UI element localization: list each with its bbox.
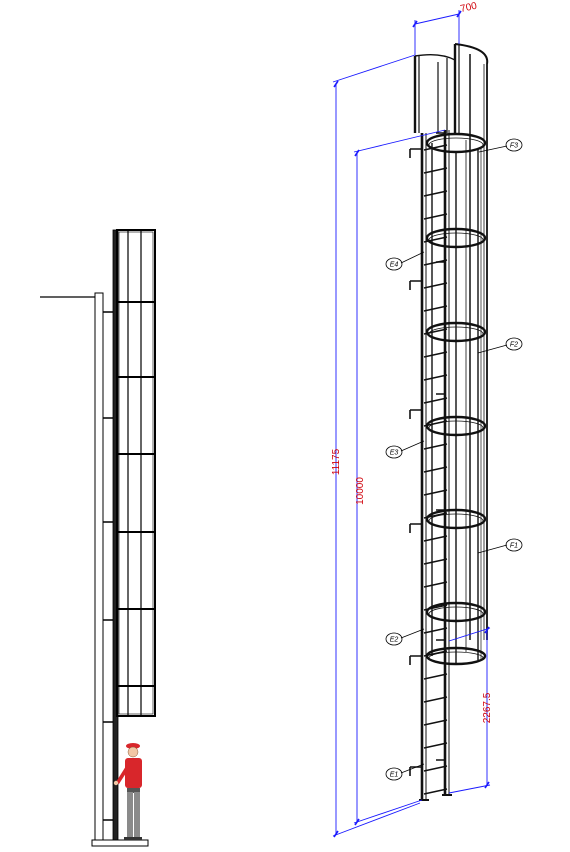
part-tags <box>385 138 523 781</box>
ladder-rungs <box>423 144 448 795</box>
tag-e2: E2 <box>390 637 399 644</box>
ladder-feet <box>419 794 452 801</box>
wall-brackets-iso <box>409 132 445 776</box>
dim-cage-start: 2267.5 <box>482 692 493 723</box>
tag-e2-circle <box>385 632 403 646</box>
tag-f1-circle <box>505 538 523 552</box>
tag-f2-circle <box>505 337 523 351</box>
side-elevation <box>40 229 156 847</box>
dim-total-height: 11175 <box>331 448 342 475</box>
wall-column <box>94 292 104 842</box>
tag-e1-circle <box>385 767 403 781</box>
isometric-ladder <box>409 43 489 801</box>
tag-f1: F1 <box>510 543 518 550</box>
dimension-lines <box>332 10 491 837</box>
wall-brackets <box>103 311 114 821</box>
person-figure <box>113 743 142 840</box>
tag-e4: E4 <box>390 262 399 269</box>
dim-width-top: 700 <box>459 1 478 15</box>
base-plate <box>91 839 149 847</box>
dim-cage-height: 10000 <box>355 477 366 505</box>
tag-e3-circle <box>385 445 403 459</box>
tag-f3-circle <box>505 138 523 152</box>
tag-e1: E1 <box>390 772 399 779</box>
tag-e4-circle <box>385 257 403 271</box>
cage-vertical-bars <box>431 140 482 664</box>
tag-f2: F2 <box>510 342 518 349</box>
tag-f3: F3 <box>510 143 518 150</box>
dimension-ticks <box>333 10 490 838</box>
tag-e3: E3 <box>390 450 399 457</box>
cage-side <box>116 229 156 717</box>
ladder-stiles <box>420 130 450 800</box>
